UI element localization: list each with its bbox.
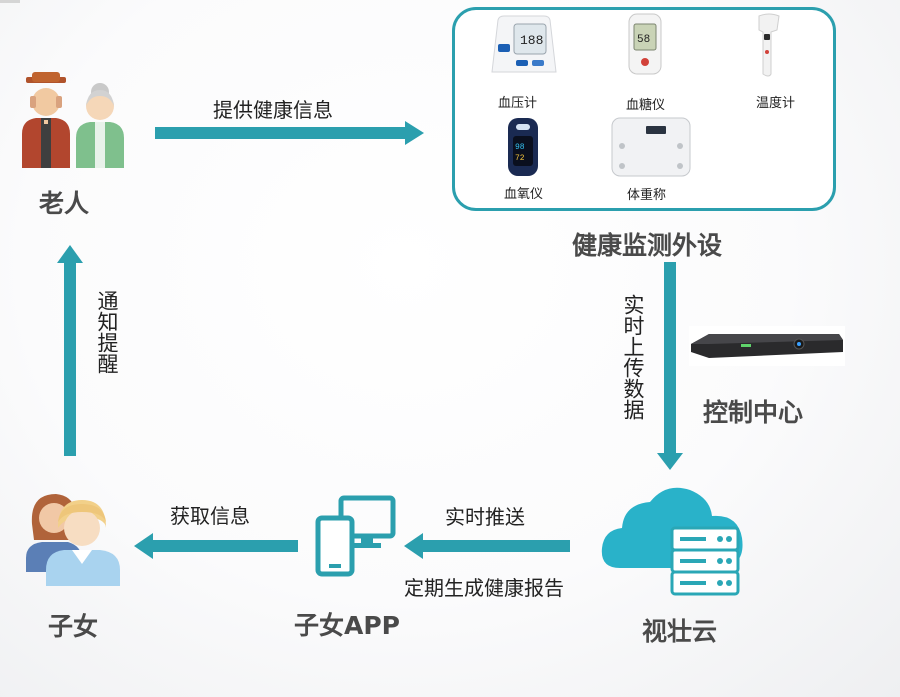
peripherals-label: 健康监测外设 xyxy=(572,231,723,260)
children-label: 子女 xyxy=(48,612,99,641)
children-icon xyxy=(26,494,120,586)
edge-label-realtime-push: 实时推送 xyxy=(445,505,525,529)
child-app-devices-icon xyxy=(315,495,396,577)
svg-text:58: 58 xyxy=(637,34,650,46)
svg-text:72: 72 xyxy=(515,154,525,163)
arrow-provide-info xyxy=(155,121,424,145)
device-label-blood-pressure: 血压计 xyxy=(498,96,538,111)
arrow-realtime-upload xyxy=(657,262,683,470)
edge-label-notify: 通知提醒 xyxy=(95,290,119,374)
elderly-icon xyxy=(22,72,124,168)
svg-text:98: 98 xyxy=(515,143,525,152)
blood-pressure-monitor-icon: 188 xyxy=(491,15,557,73)
glucose-meter-icon: 58 xyxy=(628,13,662,75)
edge-label-periodic-report: 定期生成健康报告 xyxy=(404,576,564,600)
device-label-scale: 体重称 xyxy=(627,188,667,203)
child-app-label: 子女APP xyxy=(294,611,400,640)
control-center-label: 控制中心 xyxy=(703,398,804,427)
thermometer-icon xyxy=(758,13,780,77)
edge-label-realtime-upload: 实时上传数据 xyxy=(621,294,645,420)
cloud-label: 视壮云 xyxy=(642,617,718,646)
elderly-label: 老人 xyxy=(39,189,90,218)
pulse-oximeter-icon: 98 72 xyxy=(508,118,538,176)
device-label-glucose: 血糖仪 xyxy=(626,98,666,113)
device-label-thermometer: 温度计 xyxy=(756,96,796,111)
arrow-realtime-push xyxy=(404,533,570,559)
body-scale-icon xyxy=(611,117,691,177)
arrow-get-info xyxy=(134,533,298,559)
control-center-device-icon xyxy=(689,326,845,366)
cloud-server-icon xyxy=(601,487,743,596)
server-rack xyxy=(670,526,740,596)
corner-mark xyxy=(0,0,20,3)
edge-label-provide-info: 提供健康信息 xyxy=(213,98,333,122)
svg-text:188: 188 xyxy=(520,33,543,48)
device-label-oximeter: 血氧仪 xyxy=(504,187,544,202)
arrow-notify xyxy=(57,245,83,456)
edge-label-get-info: 获取信息 xyxy=(170,504,250,528)
